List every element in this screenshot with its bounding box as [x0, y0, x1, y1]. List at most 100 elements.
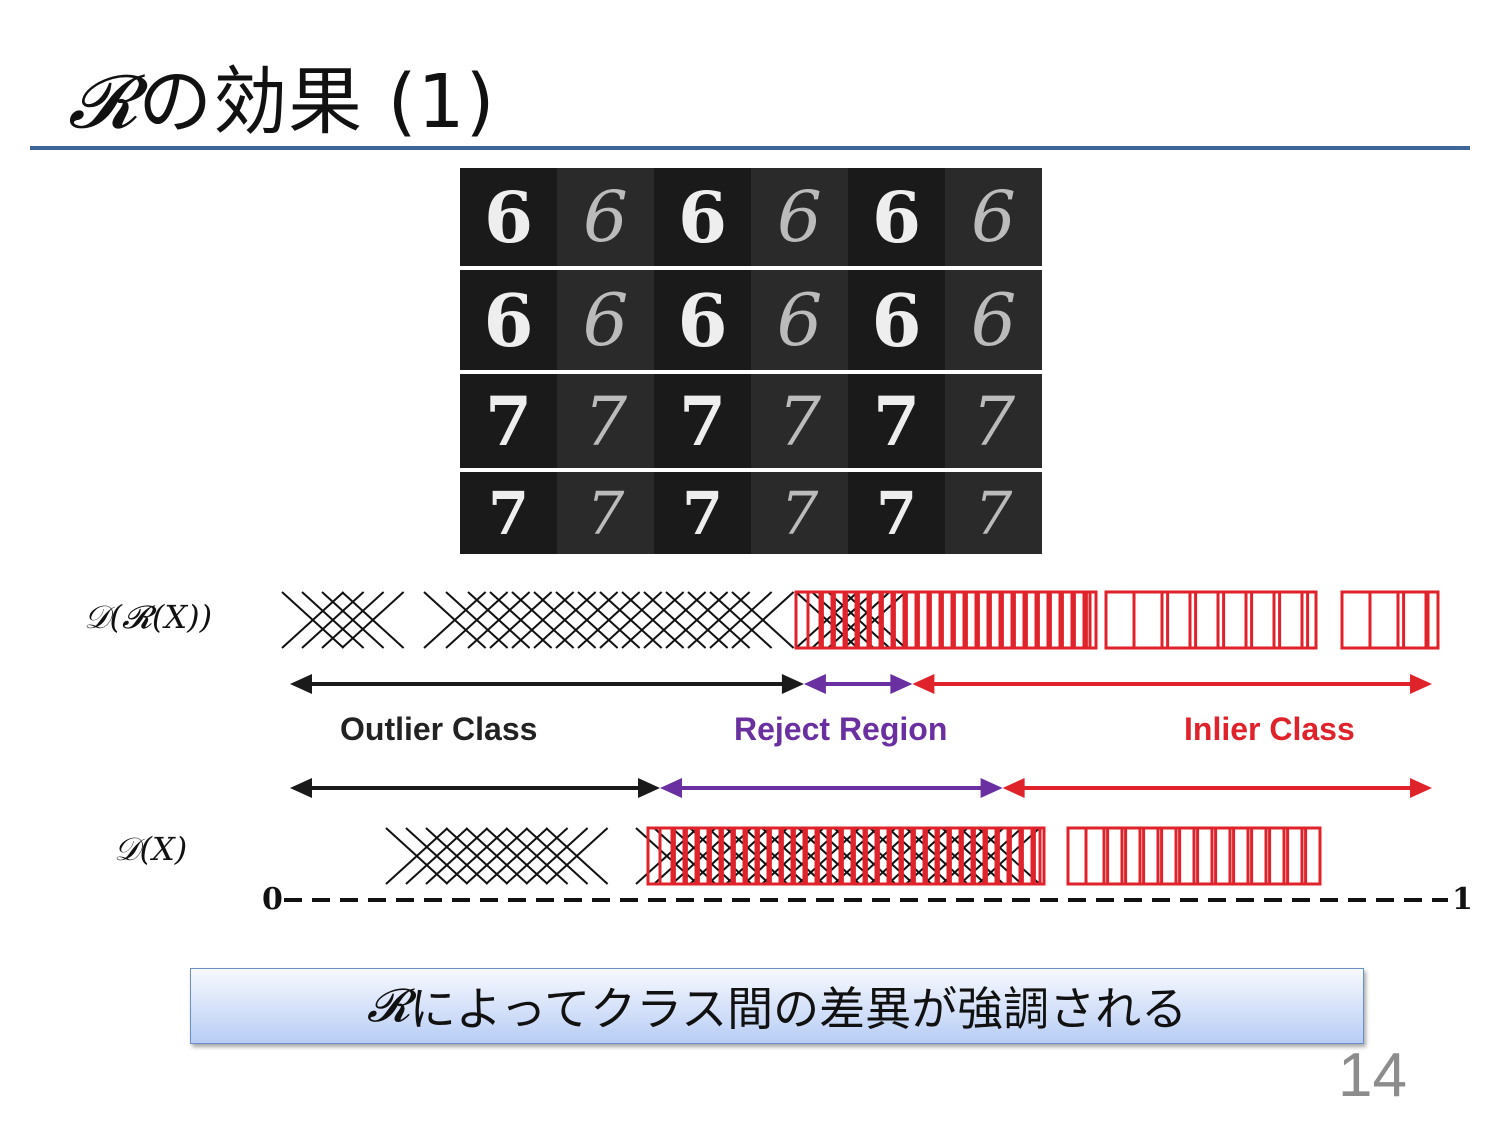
- inlier-mark-top: [1300, 590, 1318, 650]
- outlier-mark-bottom: [959, 827, 1023, 885]
- original-digit: 6: [871, 175, 922, 259]
- outlier-mark-bottom: [425, 827, 489, 885]
- outlier-mark-top: [687, 591, 751, 649]
- outlier-mark-bottom: [385, 827, 449, 885]
- outlier-mark-bottom: [525, 827, 589, 885]
- label-d-r-x: 𝒟(𝓡(X)): [84, 598, 213, 636]
- axis-one: 1: [1452, 882, 1473, 917]
- inlier-mark-top: [1244, 590, 1310, 650]
- reject-arrow-bottom-head-right: [980, 778, 1003, 798]
- outlier-mark-top: [301, 591, 365, 649]
- original-digit: 6: [871, 277, 922, 363]
- original-digit: 7: [681, 478, 724, 548]
- outlier-mark-top: [599, 591, 663, 649]
- original-digit: 7: [678, 381, 727, 461]
- inlier-mark-top: [1082, 590, 1098, 650]
- inlier-mark-top: [1216, 590, 1282, 650]
- original-digit: 6: [677, 277, 728, 363]
- inlier-mark-bottom: [1138, 826, 1182, 886]
- inlier-mark-top: [1160, 590, 1226, 650]
- outlier-mark-top: [709, 591, 773, 649]
- outlier-mark-top: [445, 591, 509, 649]
- generated-digit: 7: [751, 374, 848, 468]
- axis-zero: 0: [262, 882, 283, 917]
- inlier-mark-bottom: [1156, 826, 1200, 886]
- inlier-mark-bottom: [1210, 826, 1254, 886]
- outlier-mark-top: [281, 591, 345, 649]
- outlier-mark-bottom: [851, 827, 915, 885]
- generated-digit: 7: [945, 374, 1042, 468]
- outlier-mark-bottom: [779, 827, 843, 885]
- outlier-mark-top: [533, 591, 597, 649]
- generated-digit: 6: [751, 168, 848, 266]
- inlier-mark-bottom: [1228, 826, 1272, 886]
- original-digit: 7: [875, 478, 918, 548]
- inlier-mark-top: [1340, 590, 1406, 650]
- outlier-mark-bottom: [485, 827, 549, 885]
- original-digit: 6: [677, 175, 728, 259]
- original-digit: 7: [872, 381, 921, 461]
- outlier-arrow-bottom-head-right: [638, 778, 661, 798]
- inlier-mark-bottom: [1264, 826, 1308, 886]
- outlier-class-label: Outlier Class: [340, 711, 538, 747]
- inlier-mark-bottom: [1120, 826, 1164, 886]
- outlier-mark-top: [795, 591, 859, 649]
- generated-digit: 6: [557, 270, 654, 370]
- generated-digit: 7: [945, 472, 1042, 554]
- inlier-arrow-bottom-head-left: [1002, 778, 1025, 798]
- inlier-mark-bottom: [1192, 826, 1236, 886]
- outlier-arrow-top-head-right: [781, 674, 804, 694]
- outlier-mark-top: [321, 591, 385, 649]
- generated-digit: 7: [557, 374, 654, 468]
- inlier-mark-top: [1424, 590, 1440, 650]
- reject-arrow-top-head-right: [890, 674, 913, 694]
- inlier-mark-bottom: [1030, 826, 1046, 886]
- outlier-mark-top: [621, 591, 685, 649]
- inlier-mark-bottom: [1174, 826, 1218, 886]
- inlier-arrow-bottom-head-right: [1410, 778, 1432, 798]
- inlier-mark-bottom: [1018, 826, 1042, 886]
- outlier-arrow-top-head-left: [290, 674, 312, 694]
- outlier-mark-bottom: [743, 827, 807, 885]
- outlier-mark-bottom: [923, 827, 987, 885]
- outlier-mark-top: [665, 591, 729, 649]
- outlier-mark-bottom: [815, 827, 879, 885]
- outlier-mark-top: [843, 591, 907, 649]
- outlier-mark-bottom: [505, 827, 569, 885]
- slide-title: 𝓡の効果 (1): [68, 42, 495, 149]
- outlier-mark-bottom: [445, 827, 509, 885]
- generated-digit: 7: [751, 472, 848, 554]
- outlier-mark-top: [643, 591, 707, 649]
- reject-arrow-bottom-head-left: [660, 778, 683, 798]
- outlier-mark-bottom: [405, 827, 469, 885]
- inlier-mark-top: [1188, 590, 1254, 650]
- inlier-mark-bottom: [1300, 826, 1322, 886]
- inlier-mark-bottom: [1066, 826, 1110, 886]
- generated-digit: 7: [557, 472, 654, 554]
- generated-digit: 6: [751, 270, 848, 370]
- title-symbol: 𝓡: [68, 59, 139, 145]
- reject-arrow-top-head-left: [803, 674, 826, 694]
- inlier-arrow-top-head-right: [1410, 674, 1432, 694]
- outlier-arrow-bottom-head-left: [290, 778, 312, 798]
- outlier-mark-top: [511, 591, 575, 649]
- label-d-x: 𝒟(X): [114, 830, 188, 868]
- outlier-mark-bottom: [545, 827, 609, 885]
- outlier-mark-bottom: [635, 827, 699, 885]
- original-digit: 7: [487, 478, 530, 548]
- inlier-arrow-top-head-left: [912, 674, 935, 694]
- outlier-mark-bottom: [887, 827, 951, 885]
- outlier-mark-top: [341, 591, 405, 649]
- inlier-mark-bottom: [1246, 826, 1290, 886]
- outlier-mark-top: [577, 591, 641, 649]
- generated-digit: 6: [945, 168, 1042, 266]
- generated-digit: 6: [557, 168, 654, 266]
- generated-digit: 6: [945, 270, 1042, 370]
- original-digit: 7: [484, 381, 533, 461]
- title-divider: [30, 146, 1470, 150]
- outlier-mark-bottom: [465, 827, 529, 885]
